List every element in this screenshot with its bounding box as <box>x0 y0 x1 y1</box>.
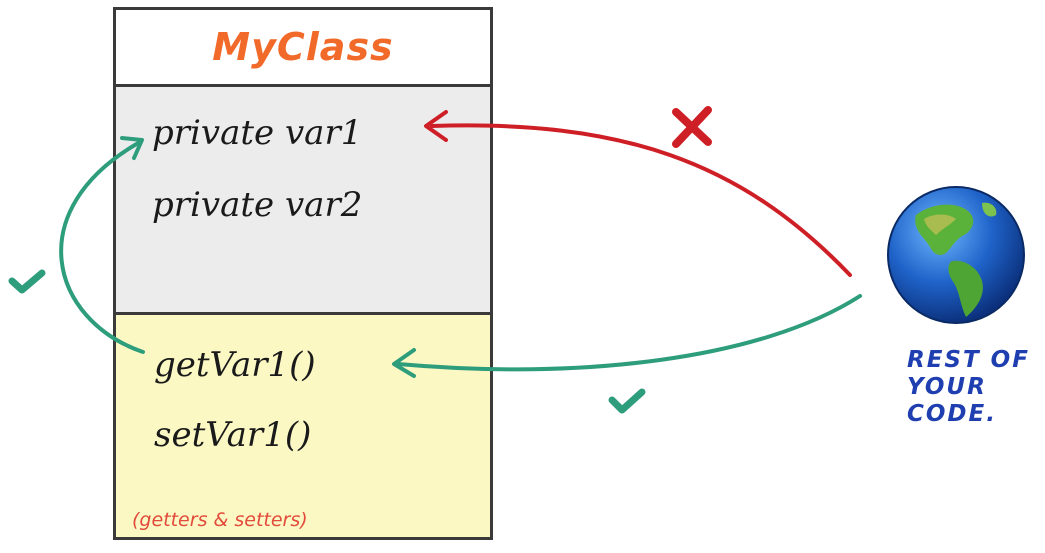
allowed-access-arrow-outside <box>396 294 862 372</box>
private-field-var2: private var2 <box>152 185 363 225</box>
check-mark-icon-internal <box>8 269 46 294</box>
class-name: MyClass <box>212 25 394 69</box>
denied-arrowhead <box>424 110 448 142</box>
rest-of-code-line-1: REST OF <box>907 347 1030 373</box>
globe-americas-icon <box>887 186 1025 324</box>
check-mark-icon-outside <box>608 388 646 414</box>
allowed-outside-arrowhead <box>392 348 416 378</box>
globe-greenland <box>982 202 997 217</box>
allowed-internal-access-arrow <box>59 140 145 354</box>
denied-access-arrow <box>430 123 852 277</box>
public-methods-section: getVar1() setVar1() (getters & setters) <box>116 315 490 537</box>
allowed-internal-arrowhead <box>120 136 144 160</box>
private-field-var1: private var1 <box>152 113 363 153</box>
globe-north-america-highlight <box>924 214 956 235</box>
setter-method: setVar1() <box>154 415 312 455</box>
rest-of-code-label: REST OF YOUR CODE. <box>907 347 1042 428</box>
getter-method: getVar1() <box>154 345 316 385</box>
methods-note: (getters & setters) <box>132 509 308 531</box>
class-header: MyClass <box>116 10 490 87</box>
globe-outline <box>887 186 1025 324</box>
rest-of-code-line-3: CODE. <box>907 401 997 427</box>
globe-south-america <box>948 260 983 317</box>
rest-of-code-line-2: YOUR <box>907 374 987 400</box>
cross-mark-icon <box>672 106 712 148</box>
